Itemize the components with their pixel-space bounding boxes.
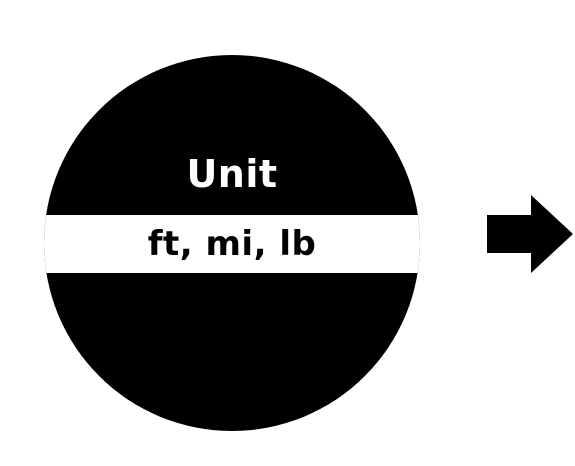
unit-dial-value: ft, mi, lb [147, 224, 317, 264]
unit-dial-title: Unit [186, 152, 278, 196]
unit-dial: Unit ft, mi, lb [44, 55, 420, 431]
right-arrow-icon [487, 195, 573, 273]
unit-value-band: ft, mi, lb [44, 215, 420, 273]
